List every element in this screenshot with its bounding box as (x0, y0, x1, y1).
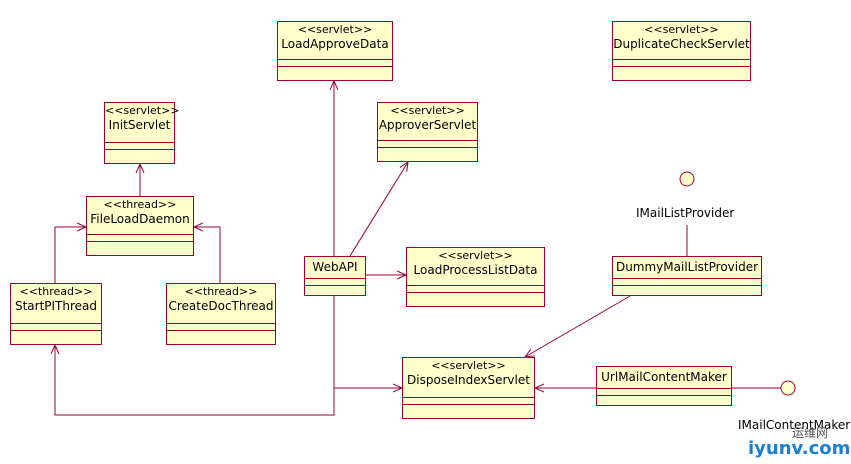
class-name: ApproverServlet (378, 118, 477, 132)
stereotype: <<servlet>> (438, 249, 513, 262)
class-file-load-daemon[interactable]: <<thread>>FileLoadDaemon (86, 196, 194, 256)
class-name: UrlMailContentMaker (601, 370, 727, 384)
imaillistprovider-lollipop-icon (679, 171, 695, 187)
stereotype: <<thread>> (184, 285, 258, 298)
stereotype: <<servlet>> (105, 104, 180, 117)
interface-label-imaillistprovider: IMailListProvider (636, 206, 735, 220)
edge-dummymail-disposeindex (525, 295, 631, 357)
class-name: LoadApproveData (281, 37, 389, 51)
stereotype: <<servlet>> (297, 23, 373, 36)
edge-startpithread-fileloaddaemon (54, 227, 86, 283)
stereotype: <<servlet>> (431, 359, 506, 372)
edge-webapi-startpithread (55, 345, 335, 416)
class-load-process-list-data[interactable]: <<servlet>>LoadProcessListData (406, 247, 545, 307)
interface-label-imailcontentmaker: IMailContentMaker (738, 418, 851, 432)
class-name: CreateDocThread (168, 299, 274, 313)
class-name: DummyMailListProvider (615, 260, 759, 274)
watermark-logo: iyunv.com (748, 438, 851, 459)
stereotype: <<thread>> (103, 198, 177, 211)
class-name: WebAPI (312, 260, 358, 274)
class-dispose-index-servlet[interactable]: <<servlet>>DisposeIndexServlet (402, 357, 535, 419)
class-web-api[interactable]: WebAPI (304, 256, 366, 296)
class-name: StartPIThread (14, 299, 98, 313)
edge-webapi-approverservlet (349, 162, 408, 257)
class-create-doc-thread[interactable]: <<thread>>CreateDocThread (166, 283, 276, 345)
watermark-subtext: 运维网 (792, 426, 829, 440)
class-name: DisposeIndexServlet (407, 373, 530, 387)
stereotype: <<servlet>> (644, 23, 719, 36)
class-name: DuplicateCheckServlet (613, 37, 750, 51)
class-url-mail-content-maker[interactable]: UrlMailContentMaker (596, 366, 732, 406)
class-start-pi-thread[interactable]: <<thread>>StartPIThread (10, 283, 102, 345)
class-name: InitServlet (108, 118, 171, 132)
stereotype: <<thread>> (19, 285, 93, 298)
edge-webapi-disposeindexservlet (333, 296, 402, 388)
class-name: LoadProcessListData (413, 263, 538, 277)
stereotype: <<servlet>> (390, 104, 465, 117)
class-approver-servlet[interactable]: <<servlet>>ApproverServlet (377, 102, 478, 162)
edge-createdocthread-fileloaddaemon (194, 227, 221, 283)
imailcontentmaker-lollipop-icon (780, 380, 796, 396)
class-name: FileLoadDaemon (90, 212, 190, 226)
class-dummy-mail-list-provider[interactable]: DummyMailListProvider (612, 256, 762, 296)
class-load-approve-data[interactable]: <<servlet>>LoadApproveData (277, 21, 393, 81)
class-init-servlet[interactable]: <<servlet>>InitServlet (104, 102, 180, 164)
class-duplicate-check-servlet[interactable]: <<servlet>>DuplicateCheckServlet (612, 21, 751, 81)
